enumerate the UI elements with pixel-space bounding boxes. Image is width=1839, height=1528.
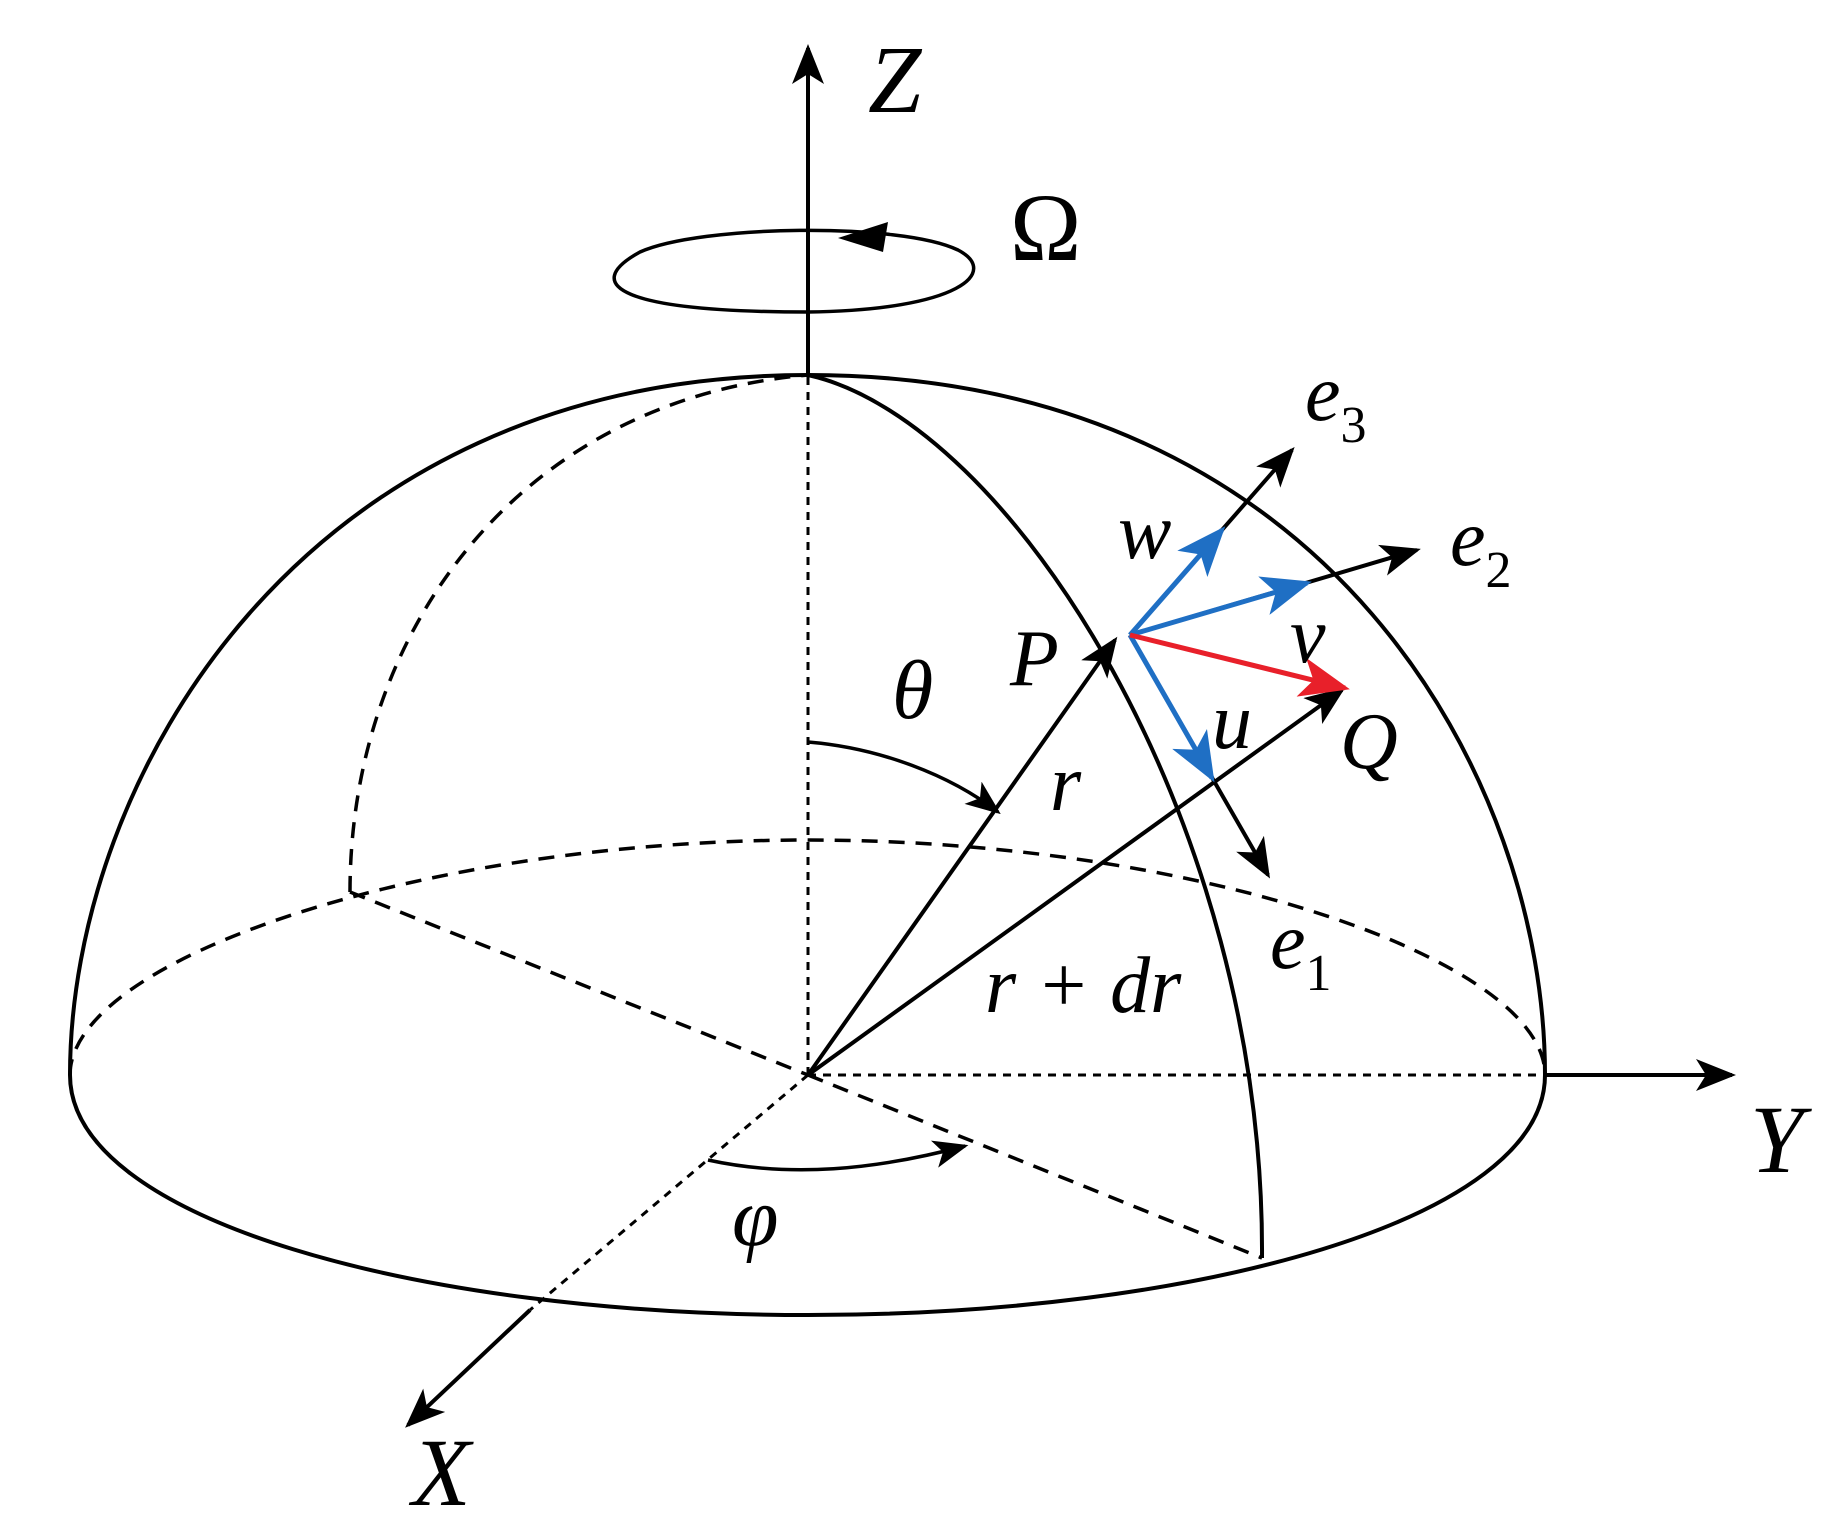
displacement-vector-pq	[1129, 632, 1350, 697]
x-axis-label: X	[408, 1419, 474, 1526]
e2-label: e2	[1450, 495, 1512, 599]
equator-front-arc	[68, 1074, 1547, 1318]
e3-label: e3	[1305, 350, 1367, 454]
radius-vector-r	[806, 636, 1118, 1077]
rotation-arrowhead	[838, 222, 888, 252]
meridian-arc	[807, 373, 1265, 1259]
e1-label: e1	[1270, 898, 1332, 1002]
theta-angle-arc	[807, 740, 1001, 815]
point-p-label: P	[1009, 615, 1059, 703]
hidden-meridian-arc	[348, 373, 809, 893]
x-axis	[405, 1308, 532, 1428]
hidden-radius-line	[349, 890, 809, 1077]
omega-label: Ω	[1010, 174, 1081, 281]
equator-back-arc	[68, 838, 1547, 1076]
point-q-label: Q	[1340, 698, 1398, 786]
z-axis-label: Z	[868, 26, 923, 133]
w-component-label: w	[1118, 488, 1171, 576]
x-axis-hidden	[529, 1073, 809, 1312]
phi-angle-arc	[707, 1140, 969, 1172]
y-axis-label: Y	[1750, 1086, 1812, 1193]
radius-vector-r-plus-dr	[806, 687, 1346, 1077]
phi-label: φ	[732, 1171, 778, 1264]
r-plus-dr-label: r + dr	[985, 942, 1182, 1030]
velocity-component-w	[1128, 526, 1226, 637]
r-label: r	[1050, 740, 1082, 828]
u-component-label: u	[1212, 678, 1252, 766]
velocity-component-u	[1127, 633, 1215, 783]
rotation-ellipse	[612, 228, 976, 314]
velocity-component-v	[1129, 576, 1312, 638]
base-radius-line	[807, 1073, 1263, 1260]
theta-label: θ	[892, 644, 933, 737]
v-component-label: v	[1290, 592, 1326, 680]
